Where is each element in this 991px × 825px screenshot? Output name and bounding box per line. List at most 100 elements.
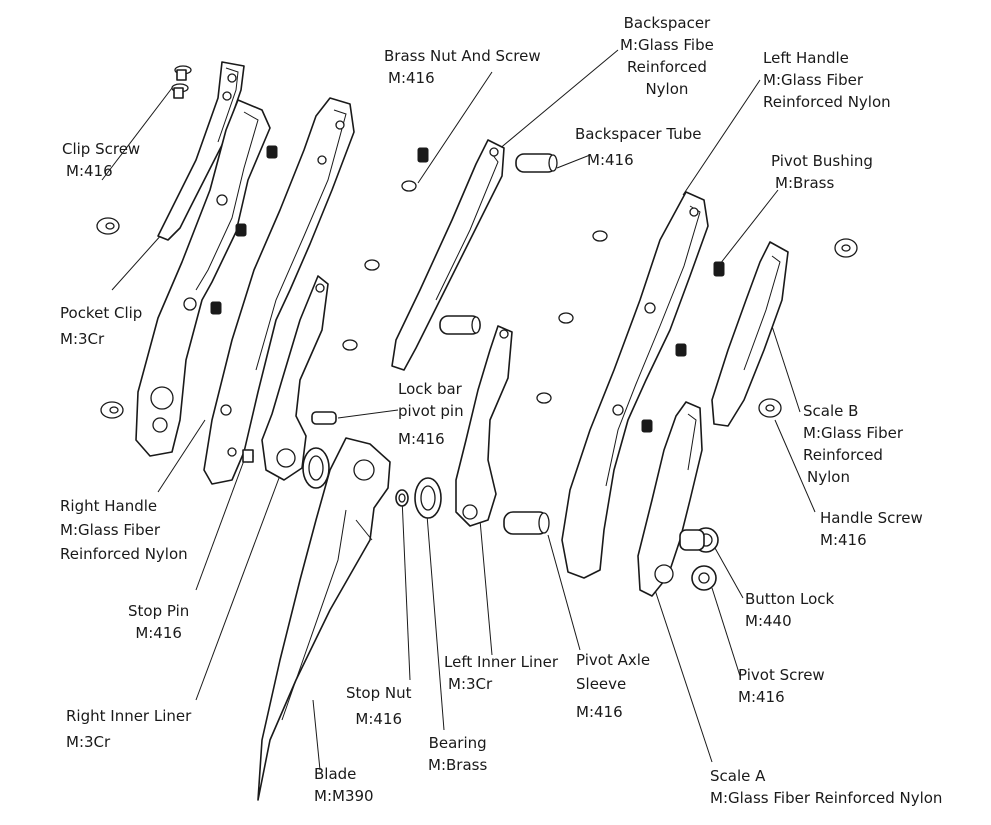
label-brass-nut-and-screw: Brass Nut And Screw M:416 — [384, 45, 541, 89]
left-inner-liner-part — [455, 325, 513, 527]
left-inner-liner-name: Left Inner Liner — [444, 653, 559, 671]
backspacer-material-1: M:Glass Fibe — [620, 36, 714, 54]
backspacer-tube-name: Backspacer Tube — [575, 125, 702, 143]
right-inner-liner-part — [203, 97, 355, 485]
label-left-inner-liner: Left Inner Liner M:3Cr — [444, 651, 558, 695]
backspacer-part — [391, 139, 505, 371]
label-pivot-bushing: Pivot Bushing M:Brass — [771, 150, 873, 194]
brass-nut-part — [417, 147, 429, 163]
left-inner-liner-material: M:3Cr — [448, 675, 493, 693]
button-lock-name: Button Lock — [745, 590, 835, 608]
backspacer-name: Backspacer — [623, 14, 711, 32]
scale-a-name: Scale A — [710, 767, 766, 785]
label-right-handle: Right Handle M:Glass Fiber Reinforced Ny… — [60, 494, 188, 566]
left-handle-part — [561, 191, 709, 579]
label-backspacer: Backspacer M:Glass Fibe Reinforced Nylon — [620, 12, 714, 100]
pivot-axle-sleeve-name-2: Sleeve — [576, 675, 627, 693]
leader-lines — [101, 49, 816, 771]
label-button-lock: Button Lock M:440 — [745, 588, 834, 632]
stop-pin-material: M:416 — [135, 624, 182, 642]
bearing-part — [414, 477, 442, 519]
pivot-screw-name: Pivot Screw — [738, 666, 825, 684]
stop-nut-part — [395, 489, 409, 507]
lock-bar-pivot-pin-part — [311, 411, 337, 425]
bearing-material: M:Brass — [428, 756, 488, 774]
backspacer-tube-material: M:416 — [587, 151, 634, 169]
scale-b-name: Scale B — [803, 402, 859, 420]
pocket-clip-material: M:3Cr — [60, 330, 105, 348]
blade-part — [257, 437, 391, 801]
center-liner-part — [261, 275, 329, 481]
scale-b-material-3: Nylon — [807, 468, 850, 486]
scale-b-material-2: Reinforced — [803, 446, 883, 464]
blade-name: Blade — [314, 765, 357, 783]
label-pivot-axle-sleeve: Pivot Axle Sleeve M:416 — [576, 648, 650, 724]
label-backspacer-tube: Backspacer Tube M:416 — [575, 123, 702, 171]
brass-nut-and-screw-name: Brass Nut And Screw — [384, 47, 541, 65]
backspacer-material-3: Nylon — [645, 80, 689, 98]
lock-bar-pivot-pin-name-2: pivot pin — [398, 402, 464, 420]
backspacer-tube-parts — [439, 153, 558, 335]
clip-screw-material: M:416 — [66, 162, 113, 180]
pocket-clip-name: Pocket Clip — [60, 304, 143, 322]
right-handle-part — [135, 99, 271, 457]
bearing-name: Bearing — [428, 734, 487, 752]
handle-screw-material: M:416 — [820, 531, 867, 549]
button-lock-material: M:440 — [745, 612, 792, 630]
right-side-screws — [96, 217, 124, 419]
clip-screw-parts — [171, 65, 192, 99]
scale-a-material: M:Glass Fiber Reinforced Nylon — [710, 789, 943, 807]
stop-pin-name: Stop Pin — [128, 602, 190, 620]
right-handle-name: Right Handle — [60, 497, 158, 515]
brass-nut-and-screw-material: M:416 — [388, 69, 435, 87]
label-right-inner-liner: Right Inner Liner M:3Cr — [66, 703, 191, 755]
pivot-bushing-material: M:Brass — [775, 174, 835, 192]
pocket-clip-part — [157, 61, 245, 241]
pivot-bushing-name: Pivot Bushing — [771, 152, 873, 170]
left-handle-material-1: M:Glass Fiber — [763, 71, 863, 89]
label-stop-pin: Stop Pin M:416 — [128, 600, 189, 644]
label-handle-screw: Handle Screw M:416 — [820, 507, 923, 551]
blade-material: M:M390 — [314, 787, 374, 805]
scale-b-material-1: M:Glass Fiber — [803, 424, 903, 442]
right-handle-material-2: Reinforced Nylon — [60, 545, 188, 563]
bearing-left-part — [302, 447, 330, 489]
label-bearing: Bearing M:Brass — [428, 732, 487, 776]
lock-bar-pivot-pin-name-1: Lock bar — [398, 380, 462, 398]
stop-nut-name: Stop Nut — [346, 684, 412, 702]
scale-b-part — [711, 241, 789, 427]
dark-nuts-left — [210, 145, 278, 315]
stop-pin-part — [242, 449, 254, 463]
label-blade: Blade M:M390 — [314, 763, 374, 807]
scale-a-part — [637, 401, 703, 597]
label-clip-screw: Clip Screw M:416 — [62, 138, 140, 182]
right-handle-material-1: M:Glass Fiber — [60, 521, 160, 539]
left-handle-material-2: Reinforced Nylon — [763, 93, 891, 111]
label-lock-bar-pivot-pin: Lock bar pivot pin M:416 — [398, 378, 464, 450]
pivot-screw-material: M:416 — [738, 688, 785, 706]
button-lock-part — [679, 527, 719, 553]
label-pocket-clip: Pocket Clip M:3Cr — [60, 302, 142, 350]
label-stop-nut: Stop Nut M:416 — [346, 680, 411, 732]
right-inner-liner-name: Right Inner Liner — [66, 707, 192, 725]
backspacer-material-2: Reinforced — [626, 58, 707, 76]
stop-nut-material: M:416 — [355, 710, 403, 728]
handle-screw-parts — [758, 238, 858, 418]
label-scale-a: Scale A M:Glass Fiber Reinforced Nylon — [710, 765, 942, 809]
pivot-bushing-part — [713, 261, 725, 277]
right-inner-liner-material: M:3Cr — [66, 733, 111, 751]
left-handle-name: Left Handle — [763, 49, 849, 67]
middle-screws — [342, 180, 417, 351]
pivot-axle-sleeve-name-1: Pivot Axle — [576, 651, 651, 669]
clip-screw-name: Clip Screw — [62, 140, 141, 158]
pivot-axle-sleeve-material: M:416 — [576, 703, 623, 721]
label-left-handle: Left Handle M:Glass Fiber Reinforced Nyl… — [763, 47, 891, 113]
lock-bar-pivot-pin-material: M:416 — [398, 430, 445, 448]
label-scale-b: Scale B M:Glass Fiber Reinforced Nylon — [803, 400, 903, 488]
handle-screw-name: Handle Screw — [820, 509, 923, 527]
label-pivot-screw: Pivot Screw M:416 — [738, 664, 825, 708]
pivot-axle-sleeve-part — [503, 511, 550, 535]
center-right-screws — [536, 230, 608, 404]
pivot-screw-part — [691, 565, 717, 591]
